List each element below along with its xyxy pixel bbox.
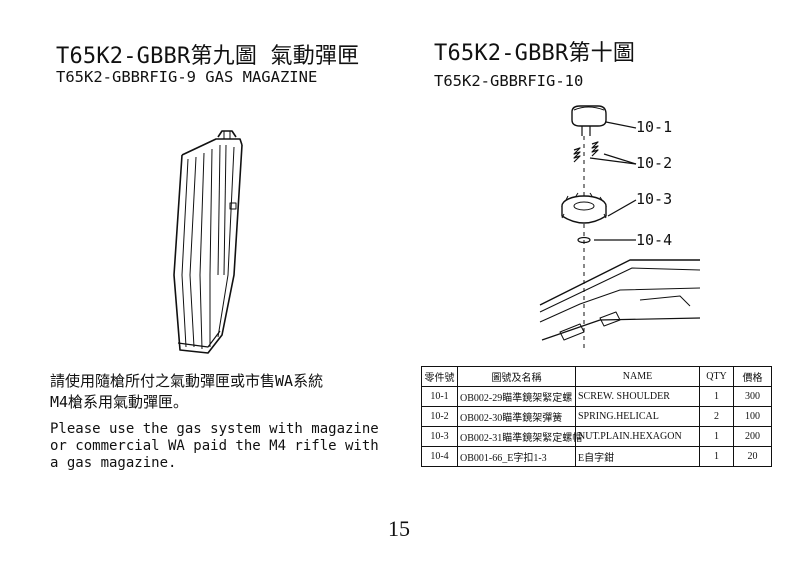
table-header-row: 零件號 圖號及名稱 NAME QTY 價格	[421, 366, 772, 387]
cell-price: 20	[733, 446, 772, 467]
cell-drawing-name: OB002-29瞄準鏡架緊定螺	[457, 386, 576, 407]
header-drawing-name: 圖號及名稱	[457, 366, 576, 387]
fig9-title: T65K2-GBBR第九圖 氣動彈匣	[56, 44, 360, 69]
cell-drawing-name: OB001-66_E字扣1-3	[457, 446, 576, 467]
callout-10-1: 10-1	[636, 118, 673, 136]
cell-qty: 1	[699, 426, 734, 447]
desc-zh-line-2: M4槍系用氣動彈匣。	[50, 393, 189, 411]
exploded-parts-illustration	[539, 105, 701, 350]
desc-en-line-2: or commercial WA paid the M4 rifle with	[50, 438, 379, 454]
cell-name: SPRING.HELICAL	[575, 406, 700, 427]
page-number: 15	[388, 516, 410, 541]
cell-name: E自字鉗	[575, 446, 700, 467]
cell-price: 300	[733, 386, 772, 407]
cell-part-no: 10-2	[421, 406, 458, 427]
cell-name: SCREW. SHOULDER	[575, 386, 700, 407]
cell-price: 200	[733, 426, 772, 447]
desc-zh-line-1: 請使用隨槍所付之氣動彈匣或市售WA系統	[50, 372, 324, 390]
cell-qty: 2	[699, 406, 734, 427]
fig10-subtitle: T65K2-GBBRFIG-10	[434, 72, 584, 90]
cell-qty: 1	[699, 446, 734, 467]
cell-part-no: 10-3	[421, 426, 458, 447]
cell-part-no: 10-4	[421, 446, 458, 467]
header-part-no: 零件號	[421, 366, 458, 387]
desc-en-line-1: Please use the gas system with magazine	[50, 421, 379, 437]
table-row: 10-1 OB002-29瞄準鏡架緊定螺 SCREW. SHOULDER 1 3…	[421, 386, 772, 407]
cell-drawing-name: OB002-30瞄準鏡架彈簧	[457, 406, 576, 427]
cell-drawing-name: OB002-31瞄準鏡架緊定螺帽	[457, 426, 582, 447]
callout-leader-lines	[589, 121, 637, 241]
header-name: NAME	[575, 366, 700, 387]
cell-name: NUT.PLAIN.HEXAGON	[575, 426, 700, 447]
cell-part-no: 10-1	[421, 386, 458, 407]
table-row: 10-2 OB002-30瞄準鏡架彈簧 SPRING.HELICAL 2 100	[421, 406, 772, 427]
cell-qty: 1	[699, 386, 734, 407]
cell-price: 100	[733, 406, 772, 427]
fig10-title: T65K2-GBBR第十圖	[434, 41, 636, 66]
table-row: 10-4 OB001-66_E字扣1-3 E自字鉗 1 20	[421, 446, 772, 467]
callout-10-2: 10-2	[636, 154, 673, 172]
header-price: 價格	[733, 366, 772, 387]
table-row: 10-3 OB002-31瞄準鏡架緊定螺帽 NUT.PLAIN.HEXAGON …	[421, 426, 772, 447]
fig9-subtitle: T65K2-GBBRFIG-9 GAS MAGAZINE	[56, 68, 318, 86]
desc-en-line-3: a gas magazine.	[50, 455, 177, 471]
header-qty: QTY	[699, 366, 734, 387]
magazine-illustration	[173, 130, 243, 354]
callout-10-3: 10-3	[636, 190, 673, 208]
callout-10-4: 10-4	[636, 231, 673, 249]
parts-table: 零件號 圖號及名稱 NAME QTY 價格 10-1 OB002-29瞄準鏡架緊…	[421, 366, 772, 467]
